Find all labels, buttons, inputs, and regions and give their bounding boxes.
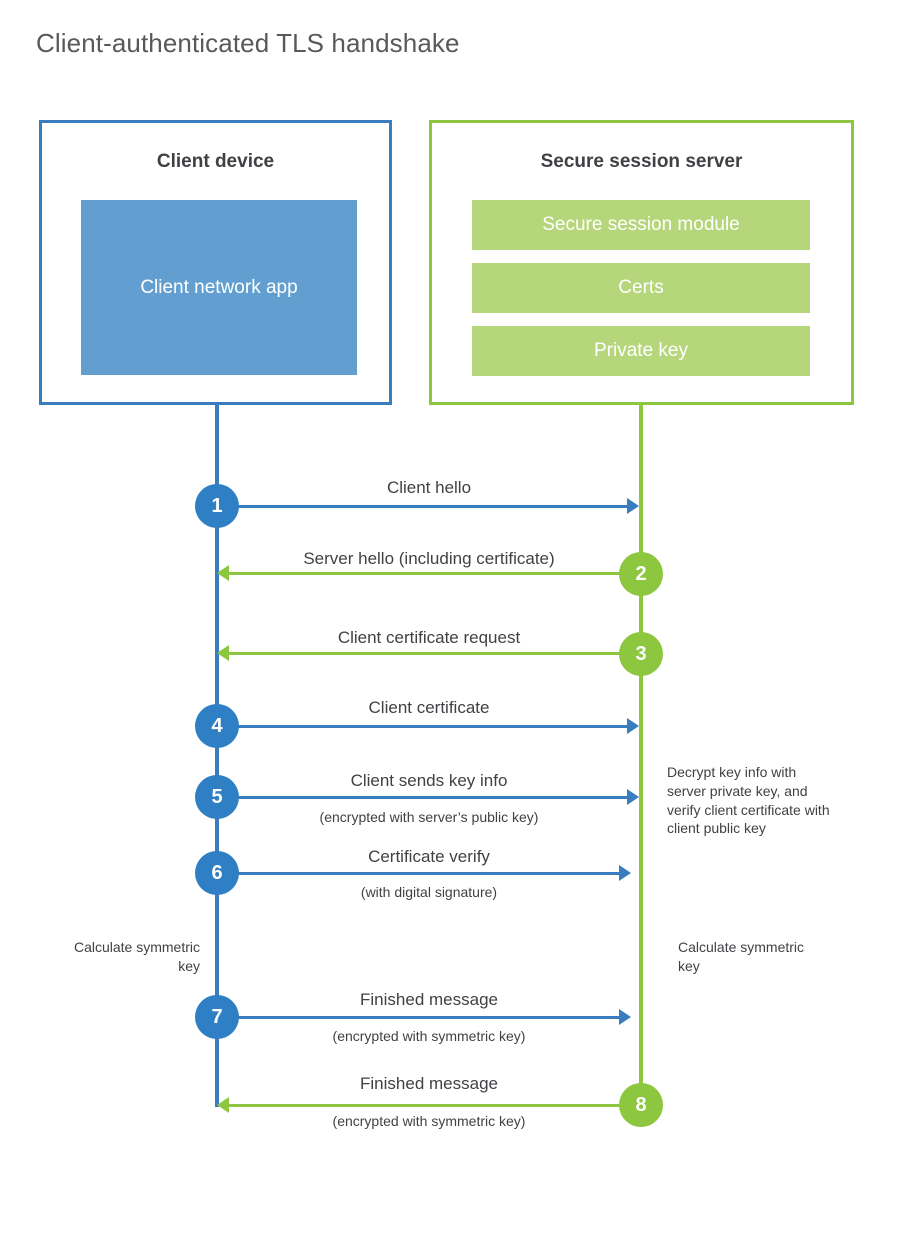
step-1-arrow-line [217,505,629,508]
step-8-sublabel: (encrypted with symmetric key) [332,1113,526,1129]
step-6-arrow-head [619,865,631,881]
step-3-label: Client certificate request [337,628,521,647]
step-8-arrow-line [229,1104,641,1107]
step-7-arrow-line [217,1016,621,1019]
step-4-arrow-line [217,725,629,728]
step-5-badge[interactable]: 5 [195,775,239,819]
step-4-arrow-head [627,718,639,734]
step-2-arrow-head [217,565,229,581]
step-4-label: Client certificate [368,698,490,717]
server-component-certs: Certs [472,263,810,313]
step-2-arrow-line [229,572,641,575]
step-5-sublabel: (encrypted with server’s public key) [319,809,539,825]
step-8-badge[interactable]: 8 [619,1083,663,1127]
step-7-arrow-head [619,1009,631,1025]
step-7-sublabel: (encrypted with symmetric key) [332,1028,526,1044]
server-decrypt-note: Decrypt key info with server private key… [667,764,830,837]
step-6-badge[interactable]: 6 [195,851,239,895]
step-5-arrow-line [217,796,629,799]
secure-session-server-box: Secure session server Secure session mod… [429,120,854,405]
step-6-label: Certificate verify [368,847,490,866]
step-1-arrow-head [627,498,639,514]
step-8-arrow-head [217,1097,229,1113]
step-3-badge[interactable]: 3 [619,632,663,676]
page-title: Client-authenticated TLS handshake [36,28,460,58]
step-6-arrow-line [217,872,621,875]
step-2-badge[interactable]: 2 [619,552,663,596]
step-5-arrow-head [627,789,639,805]
secure-session-server-title: Secure session server [540,151,743,172]
client-device-box: Client device Client network app [39,120,392,405]
step-7-badge[interactable]: 7 [195,995,239,1039]
step-3-arrow-head [217,645,229,661]
step-6-sublabel: (with digital signature) [360,884,498,900]
client-device-title: Client device [156,151,275,172]
server-lifeline [639,403,643,1105]
step-3-arrow-line [229,652,641,655]
server-calculate-symmetric-key-note: Calculate symmetric key [678,939,805,974]
server-component-secure-session-module: Secure session module [472,200,810,250]
step-1-label: Client hello [386,478,472,497]
client-calculate-symmetric-key-note: Calculate symmetric key [73,939,200,974]
step-8-label: Finished message [360,1074,498,1093]
step-1-badge[interactable]: 1 [195,484,239,528]
client-lifeline [215,403,219,1107]
step-4-badge[interactable]: 4 [195,704,239,748]
server-component-private-key: Private key [472,326,810,376]
client-network-app-block: Client network app [81,200,357,375]
step-2-label: Server hello (including certificate) [303,549,555,568]
step-7-label: Finished message [360,990,498,1009]
step-5-label: Client sends key info [350,771,508,790]
